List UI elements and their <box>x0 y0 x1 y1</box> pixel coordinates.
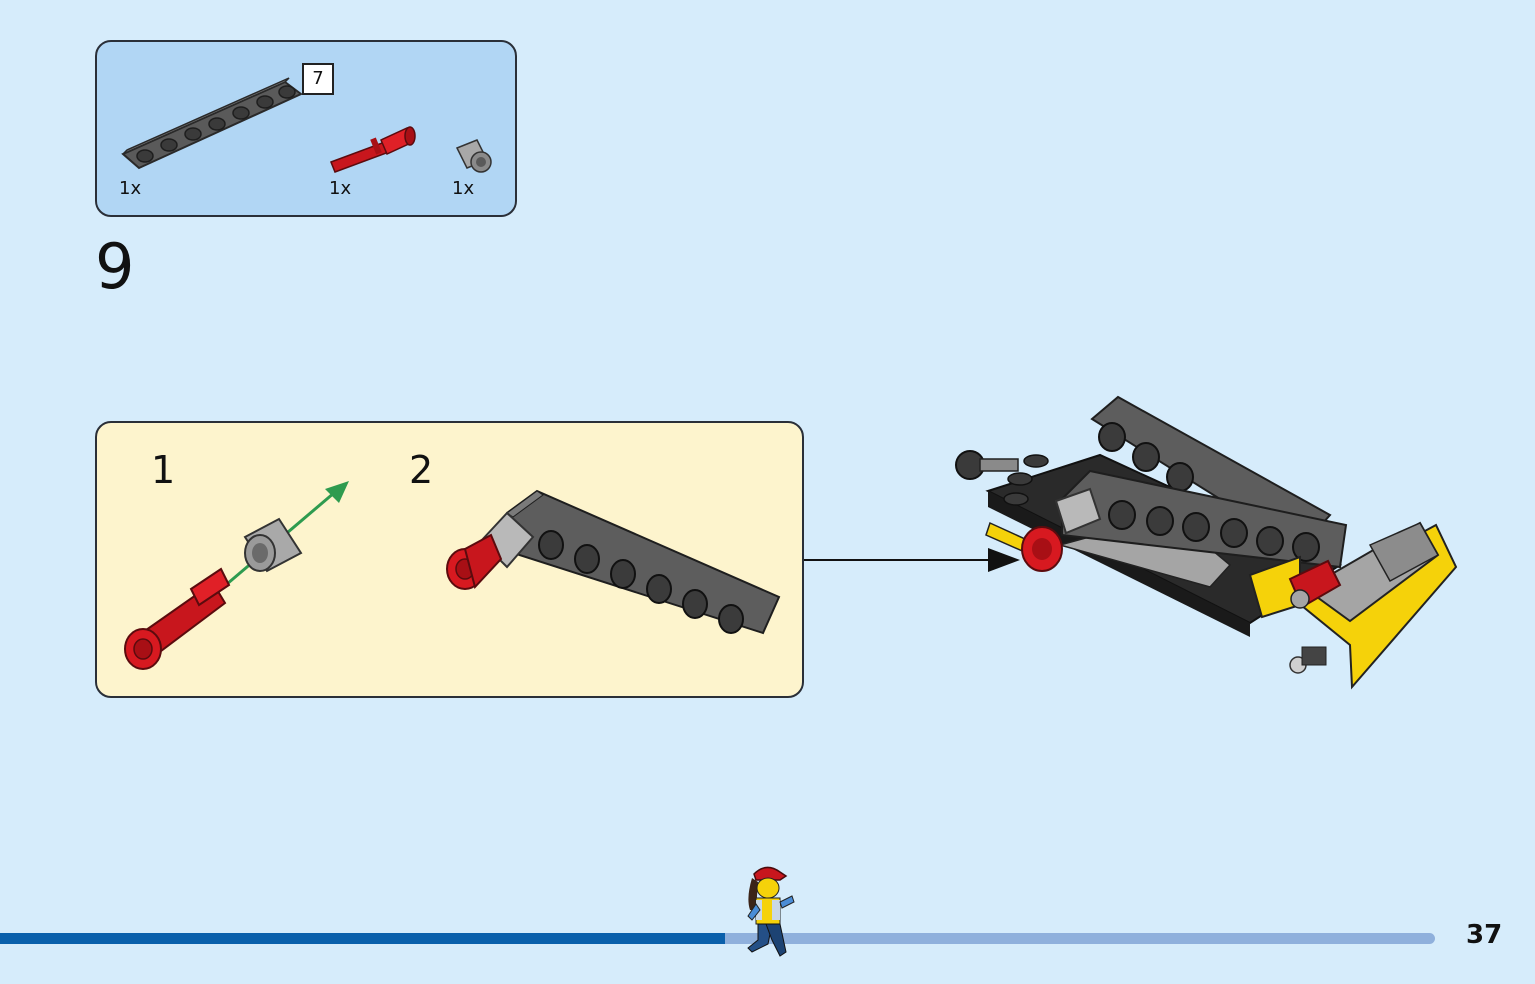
bush-icon <box>243 517 303 573</box>
part-quantity: 1x <box>119 178 142 199</box>
model-illustration <box>955 395 1458 690</box>
part-quantity: 1x <box>452 178 475 199</box>
beam-length-label: 7 <box>302 63 334 95</box>
sub-assembly-box: 1 2 <box>95 421 804 698</box>
step-number: 9 <box>95 230 135 303</box>
technic-pin-icon <box>124 567 231 670</box>
sub-step-2-illustration <box>446 489 781 635</box>
technic-beam-part-icon <box>121 77 303 170</box>
arrow-head-icon <box>325 481 349 503</box>
parts-list-box: 7 1x 1x 1x <box>95 40 517 217</box>
part-quantity: 1x <box>329 178 352 199</box>
page-number: 37 <box>1466 920 1503 950</box>
technic-pin-part-icon <box>330 126 416 173</box>
bush-part-icon <box>455 139 492 173</box>
progress-bar <box>0 933 725 944</box>
beam-holes <box>538 530 744 634</box>
minifigure-icon <box>747 866 795 957</box>
sub-step-number: 2 <box>409 448 434 492</box>
sub-step-1-illustration <box>124 481 349 670</box>
arrow-head-icon <box>988 548 1020 572</box>
sub-step-number: 1 <box>151 448 176 492</box>
callout-arrow <box>804 548 1020 572</box>
